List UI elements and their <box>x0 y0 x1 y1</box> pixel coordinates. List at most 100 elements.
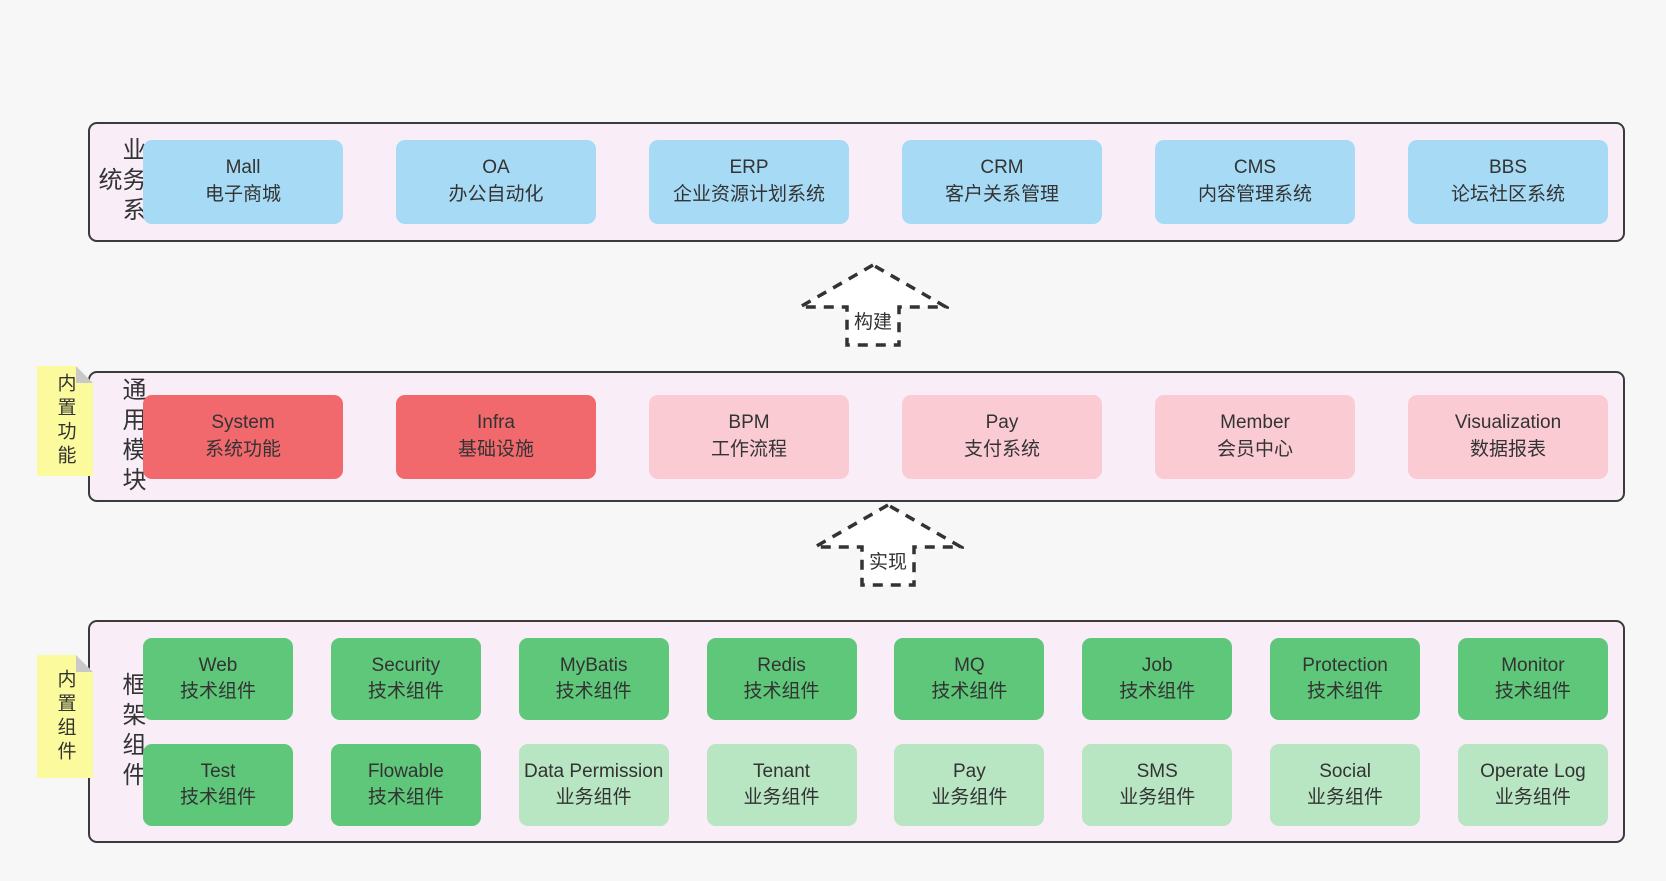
box-job: Job 技术组件 <box>1082 637 1233 720</box>
box-title-en: BPM <box>728 411 770 433</box>
box-flowable: Flowable 技术组件 <box>330 743 481 826</box>
box-title-zh: 技术组件 <box>1119 680 1196 702</box>
box-title-zh: 业务组件 <box>931 786 1008 808</box>
box-title-en: Flowable <box>367 760 444 782</box>
box-title-zh: 业务组件 <box>555 786 632 808</box>
box-title-en: System <box>211 411 275 433</box>
box-pay-component: Pay 业务组件 <box>894 743 1045 826</box>
box-title-zh: 办公自动化 <box>448 184 544 205</box>
sticky-note-label: 内置功能 <box>54 373 76 469</box>
framework-components-row-1: Web 技术组件 Security 技术组件 MyBatis 技术组件 Redi… <box>143 637 1608 720</box>
box-title-en: Security <box>371 654 441 676</box>
box-title-zh: 业务组件 <box>1119 786 1196 808</box>
box-title-zh: 技术组件 <box>367 786 444 808</box>
box-security: Security 技术组件 <box>330 637 481 720</box>
box-title-en: CRM <box>980 157 1024 179</box>
box-title-zh: 业务组件 <box>1494 786 1571 808</box>
box-title-en: CMS <box>1233 157 1277 179</box>
business-systems-row: Mall 电子商城 OA 办公自动化 ERP 企业资源计划系统 CRM 客户关系… <box>143 140 1608 224</box>
box-crm: CRM 客户关系管理 <box>902 140 1102 224</box>
box-bbs: BBS 论坛社区系统 <box>1408 140 1608 224</box>
sticky-note-label: 内置组件 <box>54 668 76 765</box>
box-title-en: Redis <box>757 654 806 676</box>
box-title-en: Infra <box>476 411 516 433</box>
box-title-en: Monitor <box>1501 654 1565 676</box>
box-test: Test 技术组件 <box>143 743 293 826</box>
arrow-implement-label: 实现 <box>869 551 907 573</box>
box-title-zh: 技术组件 <box>931 680 1008 702</box>
box-title-en: Job <box>1141 654 1173 676</box>
box-title-en: MyBatis <box>559 654 628 676</box>
box-title-en: ERP <box>729 157 769 179</box>
box-title-en: SMS <box>1136 760 1178 782</box>
box-social: Social 业务组件 <box>1270 743 1421 826</box>
band-common-modules-content: System 系统功能 Infra 基础设施 BPM 工作流程 Pay 支付系统… <box>143 373 1623 500</box>
box-visualization: Visualization 数据报表 <box>1408 394 1608 479</box>
box-sms: SMS 业务组件 <box>1082 743 1233 826</box>
box-title-zh: 客户关系管理 <box>944 184 1059 205</box>
box-oa: OA 办公自动化 <box>396 140 596 224</box>
band-label-framework-components: 框架组件 <box>118 671 145 792</box>
box-title-en: Member <box>1220 411 1290 433</box>
box-title-en: OA <box>482 157 510 179</box>
sticky-note-built-in-components: 内置组件 <box>37 655 93 778</box>
box-title-en: Protection <box>1302 654 1388 676</box>
box-data-permission: Data Permission 业务组件 <box>518 743 669 826</box>
box-title-zh: 技术组件 <box>743 680 820 702</box>
box-title-en: Pay <box>953 760 986 782</box>
box-cms: CMS 内容管理系统 <box>1155 140 1355 224</box>
box-operate-log: Operate Log 业务组件 <box>1457 743 1608 826</box>
box-title-en: Operate Log <box>1480 760 1586 782</box>
box-title-zh: 业务组件 <box>1307 786 1384 808</box>
box-system: System 系统功能 <box>143 394 343 479</box>
box-title-en: Mall <box>225 157 261 179</box>
box-title-en: Data Permission <box>523 760 664 782</box>
box-monitor: Monitor 技术组件 <box>1457 637 1608 720</box>
band-business-systems-content: Mall 电子商城 OA 办公自动化 ERP 企业资源计划系统 CRM 客户关系… <box>143 124 1623 240</box>
box-title-zh: 业务组件 <box>743 786 820 808</box>
box-title-zh: 论坛社区系统 <box>1450 184 1565 205</box>
box-title-zh: 技术组件 <box>1494 680 1571 702</box>
up-arrow-dashed-build-icon: 构建 <box>797 262 949 347</box>
common-modules-row: System 系统功能 Infra 基础设施 BPM 工作流程 Pay 支付系统… <box>143 394 1608 479</box>
band-framework-components-content: Web 技术组件 Security 技术组件 MyBatis 技术组件 Redi… <box>143 622 1623 841</box>
band-label-business-systems: 业务系统 <box>94 137 145 227</box>
up-arrow-dashed-implement-icon: 实现 <box>812 502 964 587</box>
box-title-zh: 技术组件 <box>1307 680 1384 702</box>
box-title-en: Visualization <box>1454 411 1562 433</box>
box-title-en: MQ <box>954 654 985 676</box>
up-arrow-outline <box>797 262 949 347</box>
box-title-zh: 基础设施 <box>457 438 534 460</box>
box-redis: Redis 技术组件 <box>706 637 857 720</box>
box-mybatis: MyBatis 技术组件 <box>518 637 669 720</box>
band-framework-components: 框架组件 Web 技术组件 Security 技术组件 MyBatis 技术组件… <box>88 620 1625 843</box>
box-title-zh: 技术组件 <box>179 680 256 702</box>
box-title-zh: 电子商城 <box>204 184 281 205</box>
box-title-en: Tenant <box>753 760 811 782</box>
sticky-note-built-in-features: 内置功能 <box>37 366 93 476</box>
box-title-zh: 会员中心 <box>1216 438 1293 460</box>
band-common-modules: 通用模块 System 系统功能 Infra 基础设施 BPM 工作流程 Pay… <box>88 371 1625 502</box>
box-title-en: Test <box>200 760 236 782</box>
box-web: Web 技术组件 <box>143 637 293 720</box>
box-title-zh: 支付系统 <box>963 438 1040 460</box>
box-title-zh: 内容管理系统 <box>1197 184 1312 205</box>
box-title-en: BBS <box>1488 157 1528 179</box>
box-pay: Pay 支付系统 <box>902 394 1102 479</box>
box-mq: MQ 技术组件 <box>894 637 1045 720</box>
box-erp: ERP 企业资源计划系统 <box>649 140 849 224</box>
box-title-zh: 技术组件 <box>555 680 632 702</box>
up-arrow-outline <box>812 502 964 587</box>
band-label-common-modules: 通用模块 <box>118 376 145 497</box>
framework-components-row-2: Test 技术组件 Flowable 技术组件 Data Permission … <box>143 743 1608 826</box>
band-business-systems: 业务系统 Mall 电子商城 OA 办公自动化 ERP 企业资源计划系统 CRM… <box>88 122 1625 242</box>
box-title-zh: 企业资源计划系统 <box>672 184 825 205</box>
box-title-zh: 系统功能 <box>204 438 281 460</box>
box-title-en: Social <box>1319 760 1371 782</box>
box-infra: Infra 基础设施 <box>396 394 596 479</box>
box-title-en: Web <box>198 654 238 676</box>
box-title-zh: 工作流程 <box>710 438 787 460</box>
box-title-en: Pay <box>985 411 1019 433</box>
box-title-zh: 技术组件 <box>367 680 444 702</box>
box-protection: Protection 技术组件 <box>1270 637 1421 720</box>
